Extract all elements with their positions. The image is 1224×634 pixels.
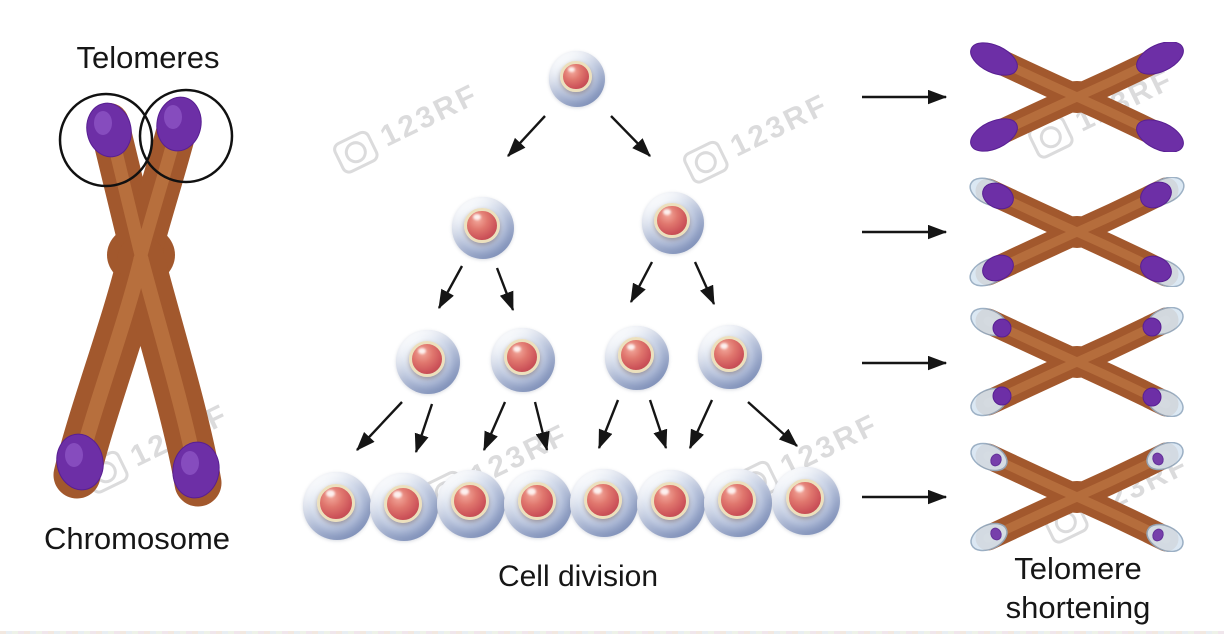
cell — [504, 470, 572, 538]
cell-nucleus — [710, 335, 748, 373]
watermark-text: 123RF — [725, 87, 835, 164]
telomere-caps — [982, 181, 1172, 283]
division-arrow — [507, 115, 546, 157]
camera-watermark-icon — [680, 138, 732, 187]
telomere-shortening-line1: Telomere — [1014, 551, 1142, 586]
division-arrow — [688, 399, 714, 450]
cell — [452, 197, 514, 259]
cell — [704, 469, 772, 537]
cell-nucleus — [654, 202, 690, 238]
division-arrow — [610, 115, 651, 157]
cell-nucleus — [464, 207, 500, 243]
cell — [642, 192, 704, 254]
cell-nucleus — [383, 484, 423, 524]
division-arrow — [414, 403, 434, 454]
telomere-shortening-line2: shortening — [1005, 589, 1151, 625]
telomere-caps — [970, 42, 1184, 152]
division-arrow — [629, 261, 654, 304]
chromosome-label: Chromosome — [43, 521, 231, 556]
cell-nucleus — [560, 60, 593, 93]
chromosome-stage-4 — [970, 442, 1184, 552]
telomeres-label: Telomeres — [76, 40, 220, 75]
cell — [370, 473, 438, 541]
cell — [605, 326, 669, 390]
chromosome-stage-3 — [970, 307, 1184, 417]
watermark-text: 123RF — [375, 77, 485, 154]
cell — [637, 470, 705, 538]
chromosome-stage-2 — [969, 177, 1185, 287]
division-arrow — [597, 399, 620, 450]
cell — [549, 51, 605, 107]
scan-artifact-line — [0, 631, 1224, 634]
division-arrow — [693, 261, 716, 306]
division-arrow — [482, 401, 507, 452]
telomere-annotation-circles — [58, 88, 234, 188]
division-arrow — [533, 401, 550, 452]
division-arrow — [747, 401, 798, 447]
cell — [570, 469, 638, 537]
chromosome-stage-1 — [970, 42, 1184, 152]
cell — [437, 470, 505, 538]
cell-nucleus — [316, 483, 356, 523]
cell-nucleus — [517, 481, 557, 521]
chromosome-illustration — [53, 88, 234, 507]
cell — [698, 325, 762, 389]
cell-nucleus — [583, 480, 623, 520]
telomere-caps — [990, 452, 1164, 542]
cell — [303, 472, 371, 540]
camera-watermark-icon — [330, 128, 382, 177]
cell — [396, 330, 460, 394]
cell-nucleus — [650, 481, 690, 521]
cell-nucleus — [450, 481, 490, 521]
division-arrow — [648, 399, 668, 450]
cell-nucleus — [717, 480, 757, 520]
division-arrow — [495, 267, 515, 312]
watermark: 123RF — [330, 78, 484, 177]
division-arrow — [437, 265, 464, 310]
cell-nucleus — [408, 340, 446, 378]
cell-nucleus — [503, 338, 541, 376]
telomere-shortening-label: Telomere shortening — [968, 550, 1188, 628]
cell-nucleus — [785, 478, 825, 518]
cell — [772, 467, 840, 535]
division-arrow — [356, 401, 403, 451]
telomere-cap-highlights — [65, 105, 199, 475]
cell — [491, 328, 555, 392]
telomere-caps — [992, 317, 1162, 407]
watermark: 123RF — [680, 88, 834, 187]
cell-division-label: Cell division — [497, 560, 659, 593]
cell-nucleus — [617, 336, 655, 374]
